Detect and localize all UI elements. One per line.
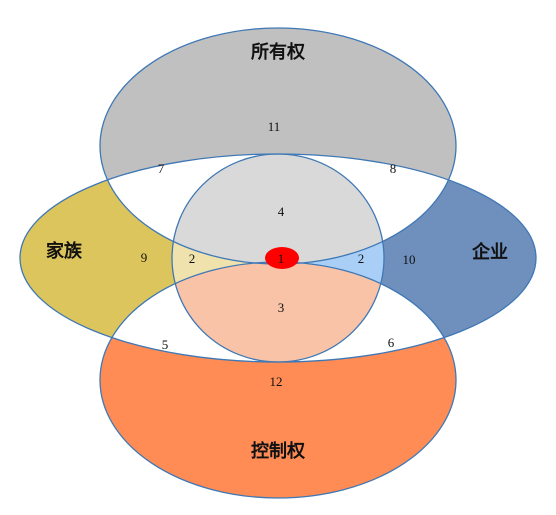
region-7-label: 7 [158,161,165,176]
control-label: 控制权 [251,440,306,461]
region-2-left-label: 2 [189,251,196,266]
region-11-label: 11 [268,119,281,134]
middle-outline [171,153,385,363]
region-4-label: 4 [278,204,285,219]
region-5-label: 5 [162,337,169,352]
region-10-label: 10 [403,252,416,267]
ownership-label: 所有权 [251,41,306,62]
region-9-label: 9 [141,250,148,265]
region-2-right-label: 2 [358,251,365,266]
region-8-label: 8 [390,161,397,176]
region-1-label: 1 [278,251,285,266]
control-band-overlap [100,262,456,362]
ownership-center-section [172,154,384,264]
family-label: 家族 [46,240,83,261]
region-6-label: 6 [388,335,395,350]
enterprise-label: 企业 [471,241,508,262]
core-marker [265,247,299,269]
region-3-label: 3 [278,300,285,315]
region-12-label: 12 [270,374,283,389]
